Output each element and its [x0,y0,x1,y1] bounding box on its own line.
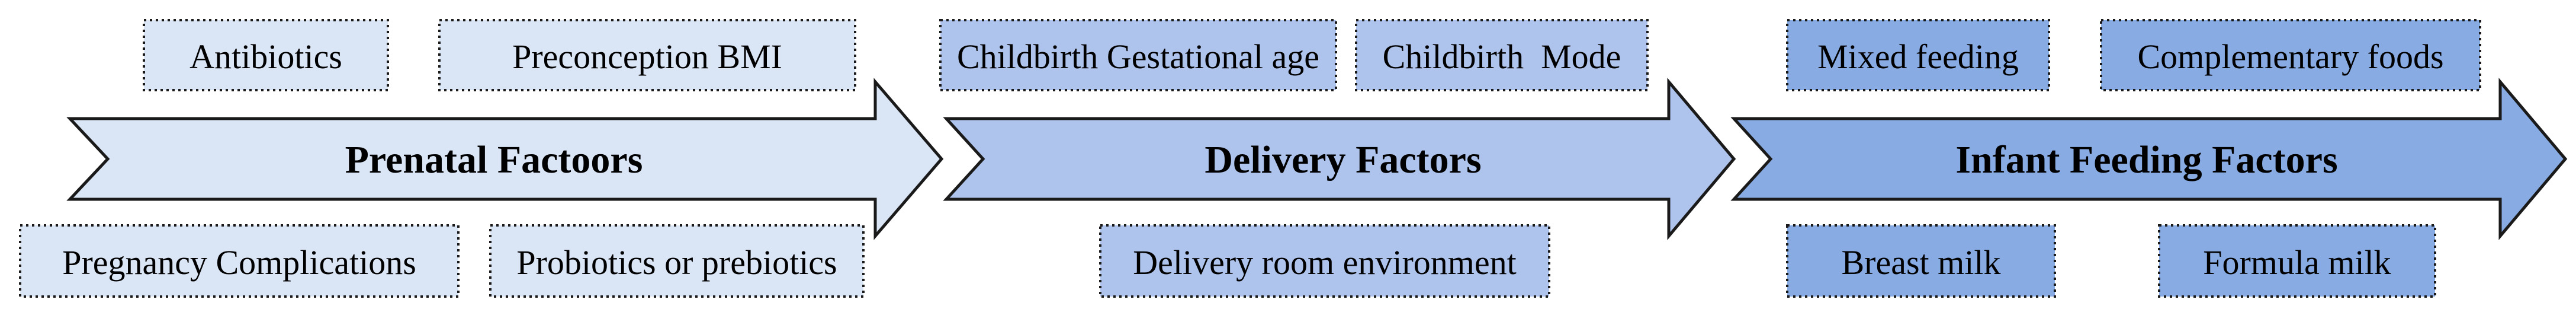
factor-label: Formula milk [2203,243,2391,282]
factor-box-probiotics: Probiotics or prebiotics [489,224,865,298]
factor-label: Preconception BMI [512,37,782,76]
factor-box-antibiotics: Antibiotics [143,19,389,91]
factor-box-mixed-feeding: Mixed feeding [1786,19,2050,91]
delivery-title: Delivery Factors [1205,138,1481,181]
infant-feeding-title: Infant Feeding Factors [1955,138,2337,181]
factor-label: Childbirth Mode [1383,37,1621,76]
factor-box-childbirth-mode: Childbirth Mode [1355,19,1649,91]
stage-infant-feeding: Infant Feeding Factors Mixed feeding Com… [1730,19,2568,298]
factor-box-delivery-room: Delivery room environment [1099,224,1550,298]
factor-box-formula-milk: Formula milk [2158,224,2436,298]
factor-box-breast-milk: Breast milk [1786,224,2056,298]
infant-feeding-arrow [1730,78,2568,240]
factor-label: Breast milk [1841,243,2000,282]
factor-label: Probiotics or prebiotics [516,243,837,282]
factor-box-complementary-foods: Complementary foods [2100,19,2481,91]
factor-box-gestational-age: Childbirth Gestational age [939,19,1337,91]
stage-prenatal: Prenatal Factoors Antibiotics Preconcept… [19,19,944,298]
factor-label: Pregnancy Complications [62,243,416,282]
delivery-arrow [943,78,1736,240]
factor-box-pregnancy-complications: Pregnancy Complications [19,224,460,298]
factor-label: Complementary foods [2137,37,2443,76]
factor-label: Mixed feeding [1817,37,2019,76]
factor-label: Delivery room environment [1133,243,1517,282]
prenatal-arrow [66,78,944,240]
stage-delivery: Delivery Factors Childbirth Gestational … [939,19,1736,298]
factor-label: Antibiotics [189,37,342,76]
prenatal-title: Prenatal Factoors [345,138,643,181]
factor-label: Childbirth Gestational age [957,37,1319,76]
factor-box-preconception-bmi: Preconception BMI [438,19,856,91]
